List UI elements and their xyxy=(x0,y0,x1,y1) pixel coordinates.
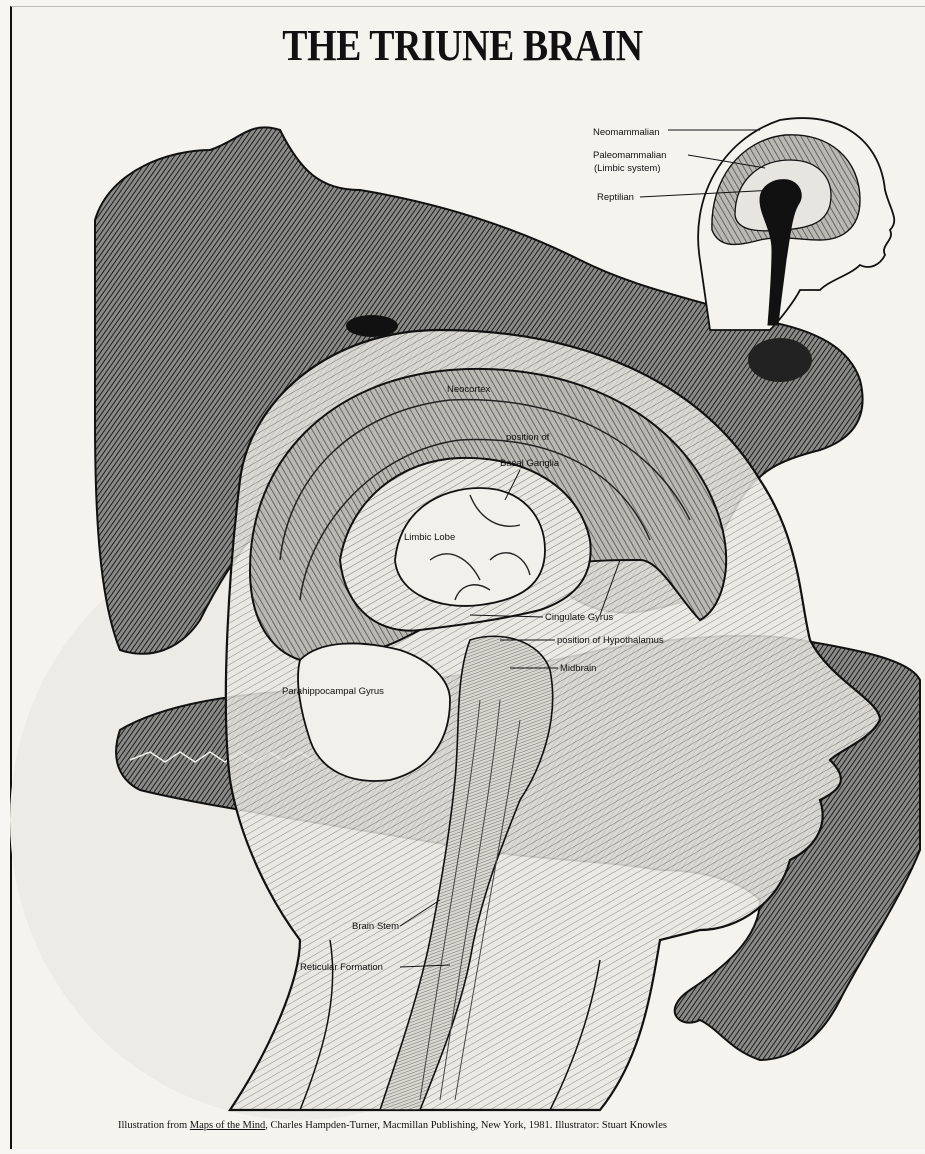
caption-book-title: Maps of the Mind xyxy=(190,1120,266,1131)
label-brain-stem: Brain Stem xyxy=(352,921,399,932)
label-reticular-formation: Reticular Formation xyxy=(300,962,383,973)
label-limbic-lobe: Limbic Lobe xyxy=(404,532,455,543)
illustration-caption: Illustration from Maps of the Mind, Char… xyxy=(118,1120,667,1131)
label-parahippocampal-gyrus: Parahippocampal Gyrus xyxy=(282,686,384,697)
label-basal-ganglia: Basal Ganglia xyxy=(500,458,560,469)
parahippocampal-gyrus-shape xyxy=(298,643,450,781)
label-position-of: position of xyxy=(506,432,550,443)
caption-suffix: , Charles Hampden-Turner, Macmillan Publ… xyxy=(265,1120,667,1131)
label-midbrain: Midbrain xyxy=(560,663,596,674)
inset-label-reptilian: Reptilian xyxy=(597,192,634,203)
label-cingulate-gyrus: Cingulate Gyrus xyxy=(545,612,613,623)
horse-nostril xyxy=(748,338,812,382)
caption-prefix: Illustration from xyxy=(118,1120,190,1131)
inset-label-neomammalian: Neomammalian xyxy=(593,127,660,138)
horse-eye xyxy=(346,315,398,337)
label-neocortex: Neocortex xyxy=(447,384,491,395)
inset-label-limbic-system: (Limbic system) xyxy=(594,163,661,174)
inset-label-paleomammalian: Paleomammalian xyxy=(593,150,666,161)
label-hypothalamus: position of Hypothalamus xyxy=(557,635,664,646)
